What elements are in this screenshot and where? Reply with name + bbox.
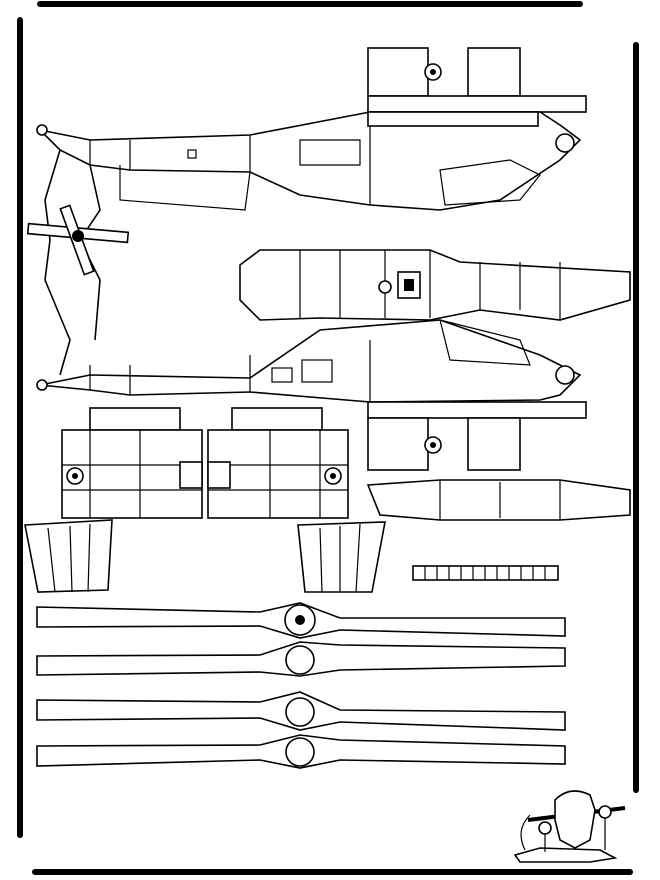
fuselage-side-bottom [36, 249, 631, 471]
rotor-blade-2 [36, 641, 566, 677]
exhaust-part-right [297, 521, 386, 593]
fuselage-side-top [36, 47, 587, 211]
rotor-blade-4 [36, 734, 566, 769]
engine-part-left [61, 407, 203, 519]
engine-part-right [207, 407, 349, 519]
stub-wing-part [366, 479, 631, 521]
tab-strip [412, 565, 559, 581]
rotor-blade-3 [36, 691, 566, 731]
page-border [17, 1, 639, 875]
lion-logo-icon [513, 790, 626, 863]
rotor-blade-1 [36, 602, 566, 639]
tail-rotor-part [26, 149, 130, 376]
exhaust-part-left [24, 519, 113, 593]
